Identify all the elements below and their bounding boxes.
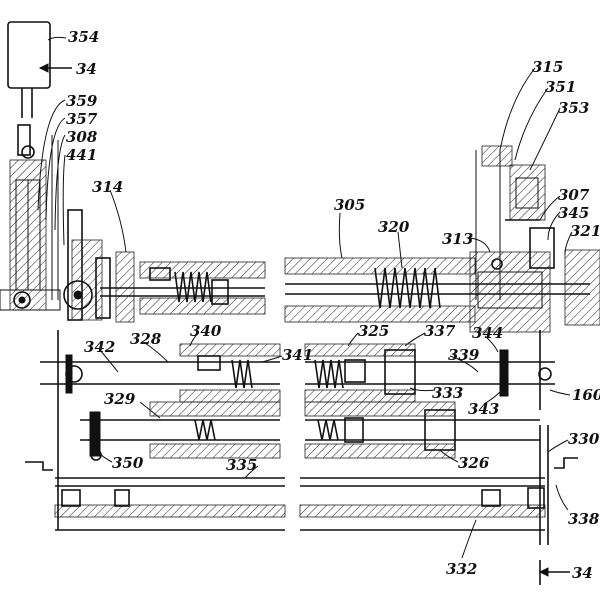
- label-330: 330: [568, 430, 600, 448]
- label-305: 305: [334, 196, 365, 214]
- reference-labels: 354 34 359 357 308 441 314 305 320 313 3…: [66, 28, 600, 582]
- label-341: 341: [282, 346, 313, 364]
- label-308: 308: [66, 128, 98, 146]
- pawl-assembly-315: [475, 145, 546, 300]
- label-353: 353: [558, 99, 589, 117]
- label-329: 329: [104, 390, 136, 408]
- label-338: 338: [568, 510, 600, 528]
- label-315: 315: [532, 58, 563, 76]
- label-337: 337: [424, 322, 456, 340]
- label-314: 314: [92, 178, 123, 196]
- base-rails: [25, 330, 578, 545]
- label-307: 307: [558, 186, 590, 204]
- label-34-top: 34: [76, 60, 97, 78]
- label-351: 351: [545, 78, 576, 96]
- leader-lines: [37, 36, 573, 559]
- label-359: 359: [66, 92, 98, 110]
- middle-row-340: [40, 343, 281, 403]
- label-339: 339: [448, 346, 480, 364]
- label-350: 350: [112, 454, 144, 472]
- left-lever-assembly: [0, 124, 61, 311]
- label-333: 333: [432, 384, 463, 402]
- handle-354: [7, 21, 51, 118]
- label-34-bottom: 34: [572, 564, 593, 582]
- label-328: 328: [130, 330, 162, 348]
- lower-row-329: [80, 401, 281, 461]
- label-160: 160: [572, 386, 600, 404]
- label-321: 321: [570, 222, 600, 240]
- upper-shaft-left: [100, 261, 266, 315]
- section-arrow-top: [38, 63, 72, 73]
- label-441: 441: [66, 146, 97, 164]
- label-344: 344: [472, 324, 503, 342]
- label-325: 325: [358, 322, 389, 340]
- label-340: 340: [190, 322, 222, 340]
- gear-441: [63, 209, 135, 323]
- label-326: 326: [458, 454, 490, 472]
- label-354: 354: [68, 28, 99, 46]
- label-343: 343: [468, 400, 499, 418]
- section-arrow-bottom: [538, 560, 570, 585]
- label-345: 345: [558, 204, 589, 222]
- upper-shaft-right: [284, 227, 600, 333]
- label-335: 335: [226, 456, 257, 474]
- label-342: 342: [84, 338, 115, 356]
- middle-row-337: [304, 330, 555, 410]
- lower-row-326: [304, 401, 540, 459]
- label-357: 357: [66, 110, 98, 128]
- label-320: 320: [378, 218, 410, 236]
- label-332: 332: [446, 560, 477, 578]
- label-313: 313: [442, 230, 473, 248]
